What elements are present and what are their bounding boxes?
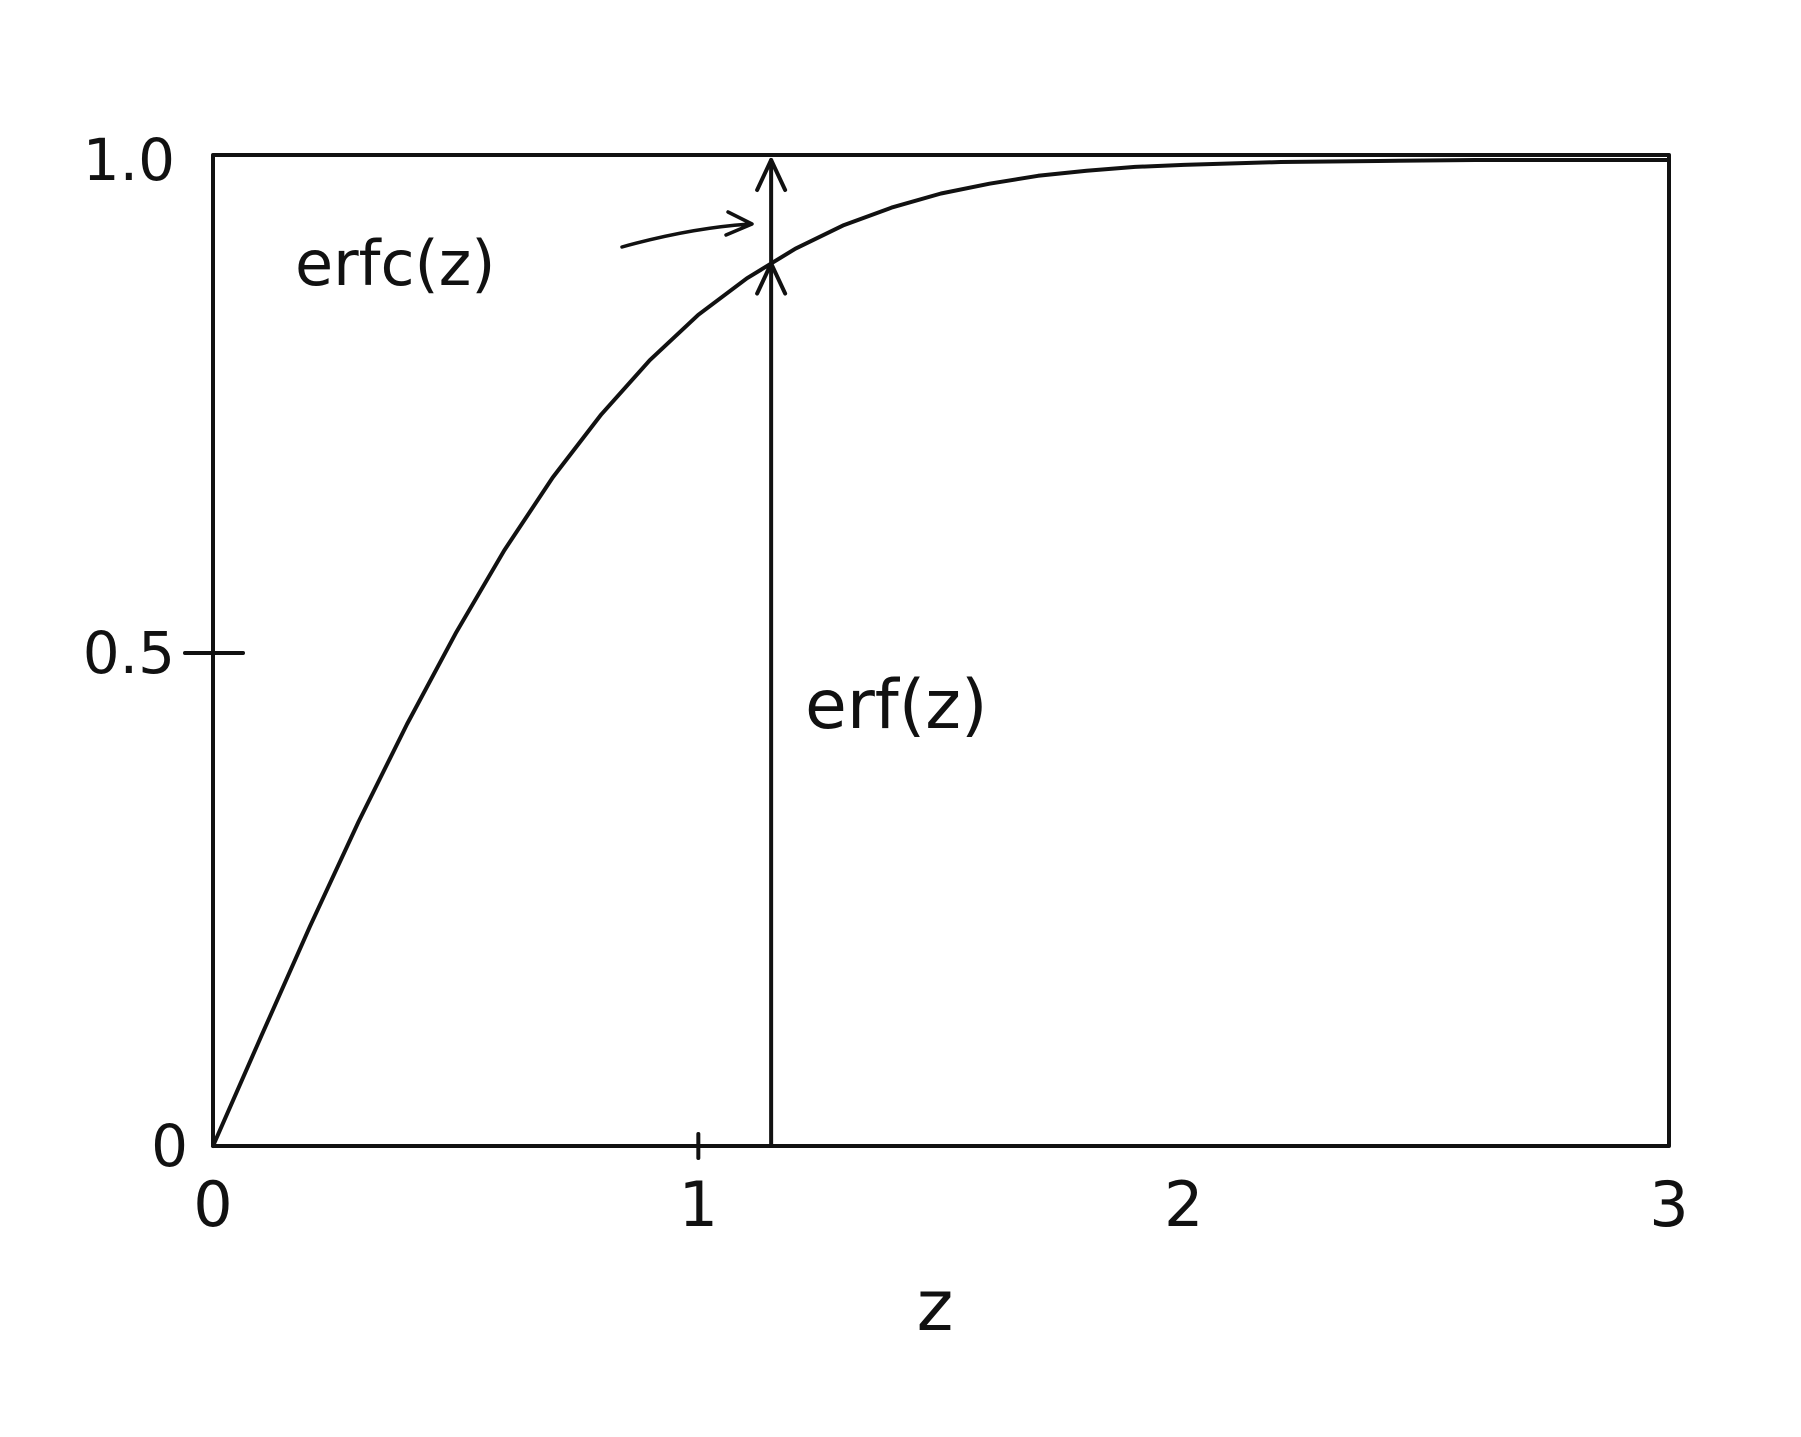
y-tick-label: 0.5 (83, 619, 175, 687)
annotation-erfc: erfc(z) (295, 227, 495, 300)
annotation-erf: erf(z) (805, 666, 987, 745)
x-axis-label: z (917, 1265, 954, 1347)
x-tick-label: 1 (679, 1168, 718, 1241)
markers-layer (755, 158, 788, 1148)
y-tick-label: 0 (151, 1112, 188, 1180)
y-tick-label: 1.0 (83, 126, 175, 194)
curve-series-0 (211, 158, 1671, 1148)
erfc-pointer-arrow (620, 210, 754, 249)
curve-layer (211, 158, 1671, 1148)
x-tick-label: 0 (193, 1168, 232, 1241)
ticks-layer: 0 1 2 3 0 0.5 1.0 (83, 126, 1689, 1241)
erfc-arrow-head (755, 158, 788, 192)
x-tick-label: 3 (1649, 1168, 1688, 1241)
x-tick-label: 2 (1164, 1168, 1203, 1241)
plot-frame (211, 153, 1671, 1148)
